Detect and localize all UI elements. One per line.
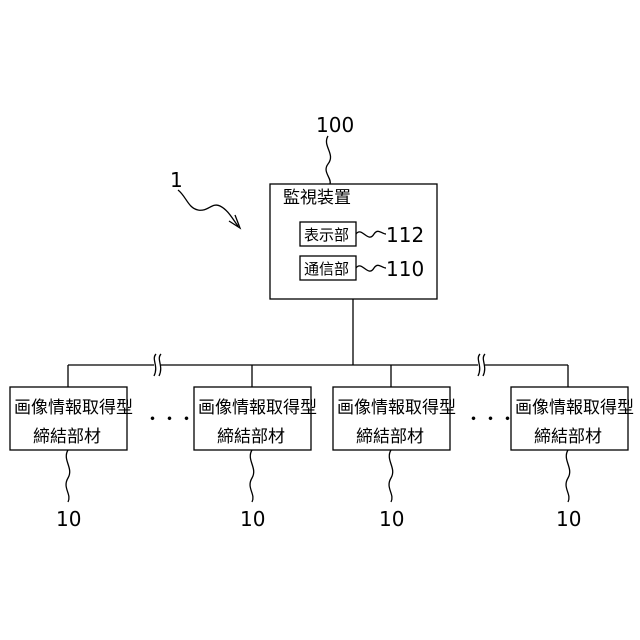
member-2-line2: 締結部材	[217, 427, 285, 447]
monitor-title: 監視装置	[283, 188, 351, 208]
member-2-leader	[250, 450, 254, 502]
member-1-ref: 10	[56, 507, 81, 531]
figure-ref-label: 1	[170, 168, 183, 192]
member-3-leader	[389, 450, 393, 502]
bus-break-mark-left	[154, 354, 161, 376]
monitor-ref-label: 100	[316, 113, 354, 137]
member-3-line2: 締結部材	[356, 427, 424, 447]
monitor-ref-leader	[326, 136, 330, 184]
comm-unit-ref: 110	[386, 257, 424, 281]
member-1-line2: 締結部材	[33, 427, 101, 447]
member-1-leader	[66, 450, 70, 502]
display-unit-ref: 112	[386, 223, 424, 247]
member-3-ref: 10	[379, 507, 404, 531]
member-4-leader	[566, 450, 570, 502]
member-2-ref: 10	[240, 507, 265, 531]
display-unit-label: 表示部	[304, 226, 349, 244]
member-4-line2: 締結部材	[534, 427, 602, 447]
member-2-line1: 画像情報取得型	[198, 398, 317, 418]
comm-unit-label: 通信部	[304, 260, 349, 278]
member-1-line1: 画像情報取得型	[14, 398, 133, 418]
ellipsis-right: ・・・	[465, 410, 516, 430]
member-4-ref: 10	[556, 507, 581, 531]
display-unit-leader	[356, 231, 386, 237]
comm-unit-leader	[356, 265, 386, 271]
figure-ref-arrow	[178, 190, 238, 226]
member-4-line1: 画像情報取得型	[515, 398, 634, 418]
member-3-line1: 画像情報取得型	[337, 398, 456, 418]
ellipsis-left: ・・・	[144, 410, 195, 430]
bus-break-mark-right	[478, 354, 485, 376]
